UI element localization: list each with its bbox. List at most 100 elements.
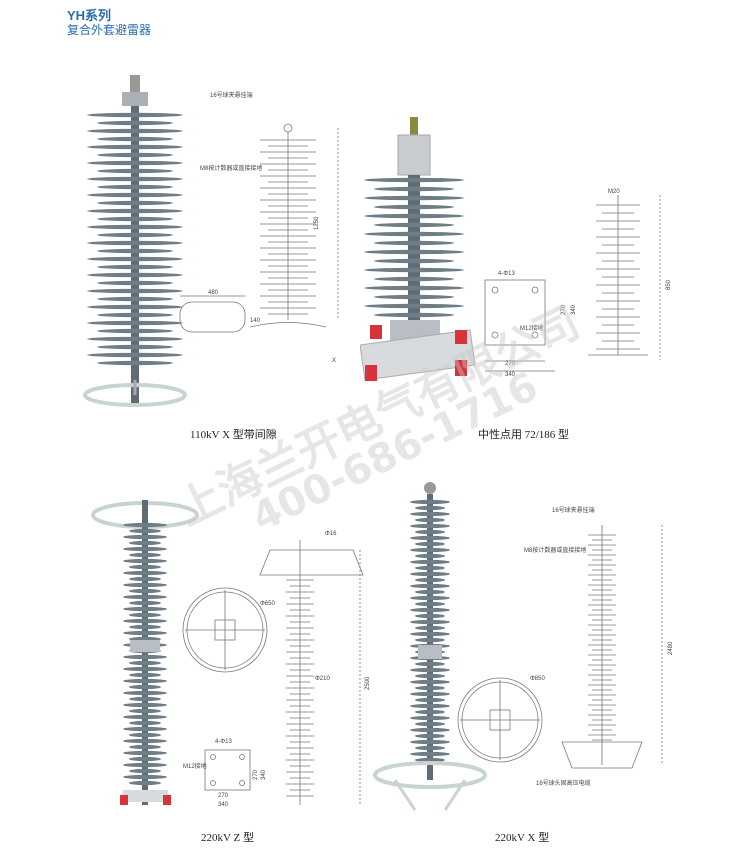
label-top-neutral: M20 [608, 189, 620, 195]
shed [87, 288, 183, 294]
label-d3-220kv-z: Φ210 [315, 676, 330, 682]
shed [129, 588, 161, 594]
shed [410, 535, 450, 541]
shed [415, 529, 445, 535]
label-w2-220kv-z: 340 [218, 802, 229, 808]
shed [410, 739, 450, 745]
shed [123, 522, 167, 528]
shed [415, 589, 445, 595]
shed [123, 546, 167, 552]
drawing-neutral: 4-Φ13 M12接地 270 340 270 340 M20 850 [359, 117, 672, 381]
shed [97, 360, 173, 366]
caption-220kv-z: 220kV Z 型 [201, 832, 254, 844]
shed [129, 552, 161, 558]
shed [415, 613, 445, 619]
shed [415, 721, 445, 727]
arrester-photo-neutral [359, 117, 476, 381]
label-top-220kv-x: 16号球夹悬挂端 [552, 506, 595, 514]
label-h1-neutral: 270 [561, 304, 567, 315]
shed [129, 744, 161, 750]
shed [374, 240, 454, 246]
shed [97, 248, 173, 254]
shed [415, 517, 445, 523]
shed [129, 600, 161, 606]
shed [415, 577, 445, 583]
label-w2-neutral: 340 [505, 372, 516, 378]
shed [364, 177, 464, 183]
label-height-neutral: 850 [666, 279, 672, 290]
caption-220kv-x: 220kV X 型 [495, 832, 550, 844]
arrester-photo-220kv-z [91, 500, 199, 805]
panel-110kv-x: 16号球夹悬挂端 M8按计数器或直接接地 1250 480 140 X [70, 70, 370, 440]
shed [415, 745, 445, 751]
ring-drawing-220kv-z [182, 587, 268, 673]
shed [364, 249, 464, 255]
shed [129, 720, 161, 726]
ring-drawing-220kv-x [457, 677, 543, 763]
shed [415, 565, 445, 571]
label-height-220kv-z: 2500 [365, 676, 371, 690]
shed [415, 625, 445, 631]
shed [415, 685, 445, 691]
shed [97, 120, 173, 126]
label-bottom-110kv: X [332, 358, 336, 364]
shed [374, 258, 454, 264]
shed [410, 523, 450, 529]
shed [410, 595, 450, 601]
base-plate-drawing [484, 279, 555, 372]
shed [410, 691, 450, 697]
shed [374, 276, 454, 282]
shed [415, 697, 445, 703]
series-subtitle: 复合外套避雷器 [67, 23, 152, 37]
shed [87, 144, 183, 150]
line-drawing-220kv-x [561, 525, 663, 769]
shed [87, 112, 183, 118]
shed [129, 768, 161, 774]
shed [129, 756, 161, 762]
shed [415, 661, 445, 667]
shed [415, 553, 445, 559]
label-ring-220kv-x: Φ850 [530, 676, 545, 682]
label-height-110kv: 1250 [314, 216, 320, 230]
shed [129, 540, 161, 546]
line-drawing-110kv [179, 123, 339, 333]
label-height-220kv-x: 2480 [668, 641, 674, 655]
shed [123, 630, 167, 636]
caption-110kv-x: 110kV X 型带间隙 [190, 429, 277, 441]
shed [415, 673, 445, 679]
shed [97, 136, 173, 142]
shed [374, 294, 454, 300]
shed [123, 606, 167, 612]
shed [87, 272, 183, 278]
shed [364, 285, 464, 291]
shed [374, 222, 454, 228]
panel-220kv-z: Φ16 Φ650 Φ210 2500 4-Φ13 M12接地 270 340 2… [85, 485, 375, 825]
shed [87, 160, 183, 166]
shed [97, 232, 173, 238]
label-width-110kv: 480 [208, 290, 219, 296]
label-bolt-220kv-z: M12接地 [183, 762, 207, 770]
label-bottom-220kv-x: 16号球头固高压电缆 [536, 779, 591, 787]
shed [410, 667, 450, 673]
shed [129, 528, 161, 534]
shed [97, 264, 173, 270]
arrester-photo-110kv [83, 75, 187, 407]
shed [123, 594, 167, 600]
shed [374, 186, 454, 192]
label-h2-neutral: 340 [571, 304, 577, 315]
label-h2-220kv-z: 340 [261, 769, 267, 780]
drawing-110kv-x: 16号球夹悬挂端 M8按计数器或直接接地 1250 480 140 X [83, 75, 339, 407]
label-w1-neutral: 270 [505, 361, 516, 367]
shed [87, 176, 183, 182]
shed [123, 738, 167, 744]
shed [123, 774, 167, 780]
shed [87, 128, 183, 134]
shed [415, 733, 445, 739]
label-mid-110kv: M8按计数器或直接接地 [200, 164, 262, 172]
shed [129, 660, 161, 666]
drawing-220kv-z: Φ16 Φ650 Φ210 2500 4-Φ13 M12接地 270 340 2… [91, 500, 371, 808]
shed [97, 168, 173, 174]
panel-neutral: 4-Φ13 M12接地 270 340 270 340 M20 850 [359, 115, 680, 405]
shed [87, 224, 183, 230]
shed [97, 344, 173, 350]
